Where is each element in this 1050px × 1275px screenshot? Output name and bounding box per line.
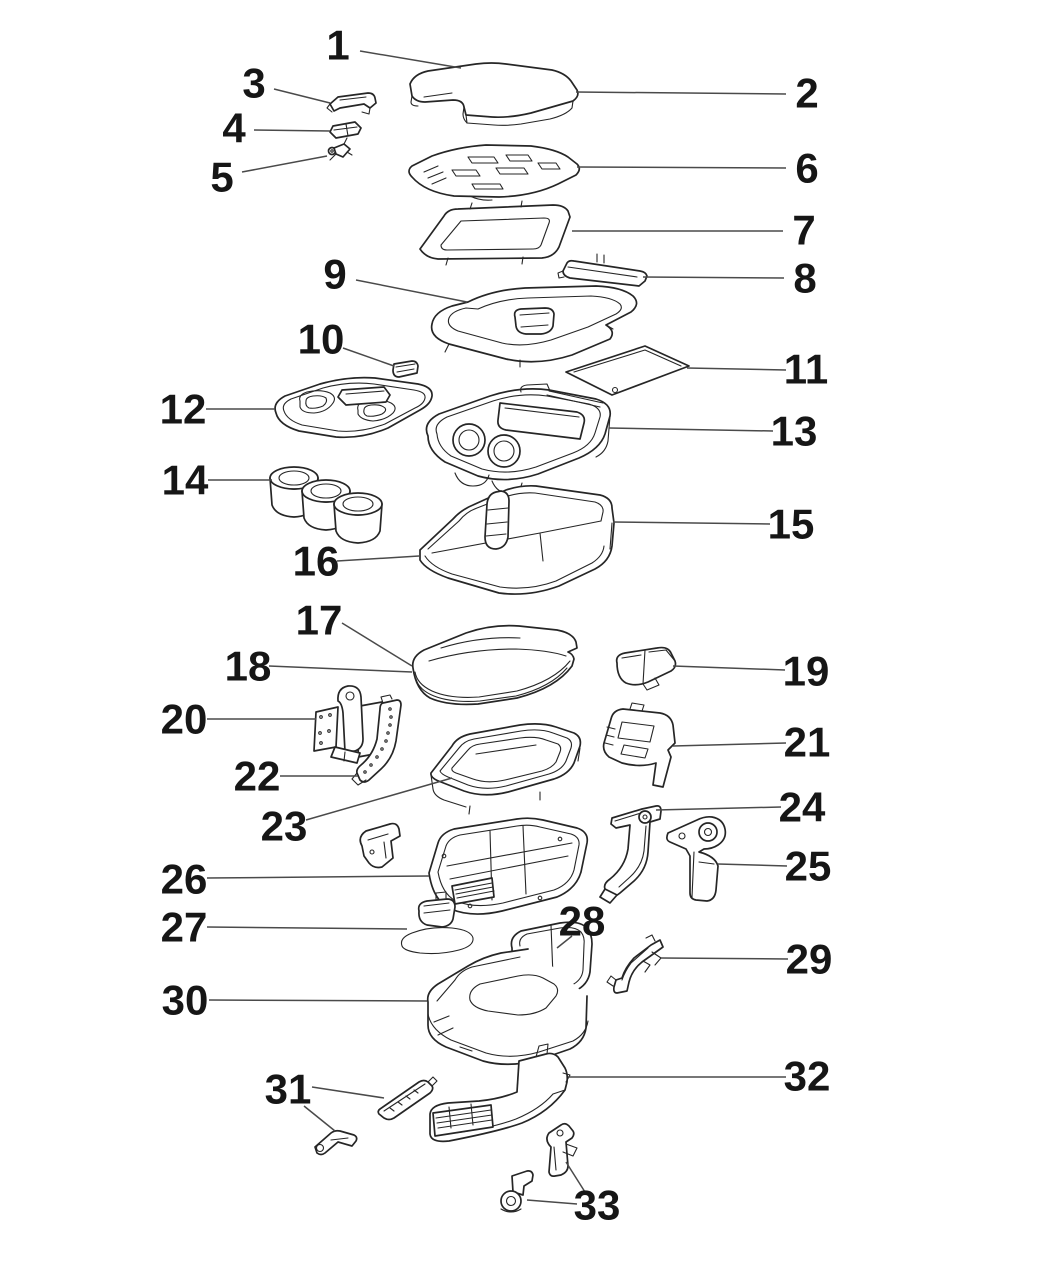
callout-18: 18 (225, 643, 272, 690)
part-cupholder-tray (274, 376, 433, 439)
leader-line-24 (655, 806, 782, 811)
leader-line-29 (660, 957, 789, 960)
leader-line-31-1 (303, 1105, 336, 1132)
leader-line-21 (672, 742, 787, 747)
callout-10: 10 (298, 316, 345, 363)
part-storage-bin (419, 484, 615, 595)
callout-20: 20 (161, 696, 208, 743)
leader-line-8 (642, 276, 785, 279)
callout-32: 32 (784, 1053, 831, 1100)
callout-21: 21 (784, 719, 831, 766)
part-support-bracket (606, 934, 664, 994)
leader-line-19 (672, 665, 786, 671)
leader-line-4 (253, 129, 331, 132)
leader-line-30 (208, 999, 428, 1002)
callout-23: 23 (261, 803, 308, 850)
callout-3: 3 (242, 60, 265, 107)
part-shroud-panel (602, 702, 676, 788)
leader-line-33-1 (565, 1161, 586, 1193)
callout-29: 29 (786, 936, 833, 983)
callout-16: 16 (293, 538, 340, 585)
part-seat-cushion-assembly (426, 921, 593, 1066)
leader-line-13 (608, 427, 774, 432)
part-cup-insert (269, 466, 383, 544)
part-mount-brackets (500, 1122, 578, 1213)
part-curved-bracket (351, 694, 402, 786)
leader-line-15 (612, 521, 771, 525)
leader-line-10 (342, 347, 395, 367)
part-cupholder-bin (425, 383, 612, 494)
part-latch-pivot (327, 137, 353, 161)
part-latch-block (615, 646, 677, 691)
part-side-bracket (313, 685, 383, 764)
callout-30: 30 (162, 977, 209, 1024)
leader-line-33 (526, 1199, 578, 1205)
part-armrest-cushion (411, 624, 578, 706)
callout-15: 15 (768, 501, 815, 548)
part-retaining-clip (392, 360, 419, 378)
callout-7: 7 (792, 207, 815, 254)
leader-line-6 (576, 166, 787, 169)
callout-25: 25 (785, 843, 832, 890)
leader-line-31 (311, 1086, 385, 1099)
leader-line-18 (268, 665, 413, 673)
part-bin-upper-frame (430, 285, 638, 368)
callout-17: 17 (296, 597, 343, 644)
leader-line-2 (575, 91, 787, 95)
leader-line-1 (359, 50, 462, 69)
leader-line-23 (305, 777, 453, 821)
callout-6: 6 (795, 145, 818, 192)
part-pivot-arm (666, 815, 727, 902)
part-hinge-arm (599, 805, 662, 904)
part-armrest-lid-cover (409, 62, 579, 126)
leader-line-26 (206, 875, 430, 879)
callout-26: 26 (161, 856, 208, 903)
callout-11: 11 (784, 346, 828, 393)
leader-line-11 (686, 367, 787, 371)
callout-22: 22 (234, 753, 281, 800)
part-seat-pan-frame (359, 817, 589, 915)
leader-line-25 (717, 863, 788, 867)
part-floor-duct (429, 1043, 571, 1143)
callout-1: 1 (326, 22, 349, 69)
callout-5: 5 (210, 154, 233, 201)
callout-27: 27 (161, 904, 208, 951)
callout-13: 13 (771, 408, 818, 455)
callout-2: 2 (795, 70, 818, 117)
leader-line-27 (206, 926, 408, 930)
part-bezel-clip (400, 891, 474, 955)
callout-12: 12 (160, 386, 207, 433)
leader-line-3 (273, 88, 331, 104)
callout-4: 4 (222, 105, 246, 152)
part-hinge-bar (557, 253, 648, 287)
leader-line-17 (341, 622, 413, 667)
part-inner-tray (430, 723, 582, 815)
leader-line-5 (241, 155, 328, 173)
part-anchor-strip (314, 1076, 438, 1156)
callout-24: 24 (779, 784, 826, 831)
callout-9: 9 (323, 251, 346, 298)
leader-line-16 (336, 555, 420, 562)
leader-line-28 (556, 935, 573, 949)
callout-31: 31 (265, 1066, 312, 1113)
callout-28: 28 (559, 898, 606, 945)
part-striker-plate (329, 121, 362, 139)
part-latch-handle (326, 92, 377, 115)
part-bin-mat (565, 345, 690, 396)
callout-33: 33 (574, 1182, 621, 1229)
callout-19: 19 (783, 648, 830, 695)
leader-line-9 (355, 279, 468, 303)
callout-14: 14 (162, 457, 209, 504)
part-armrest-base-panel (408, 144, 581, 201)
callout-8: 8 (793, 255, 816, 302)
part-hinge-frame (419, 200, 571, 266)
